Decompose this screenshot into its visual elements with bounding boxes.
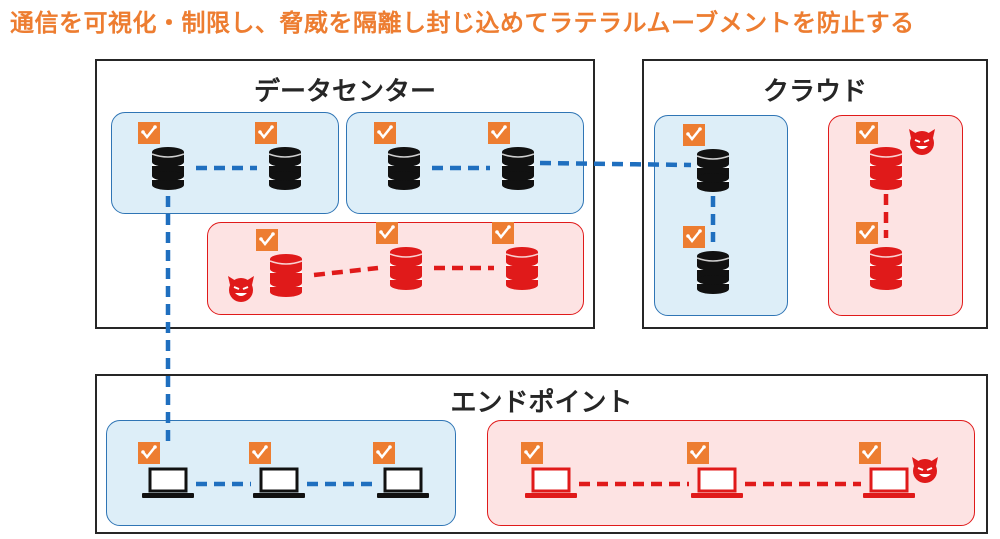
laptop-icon-ep-r2 (689, 467, 745, 501)
zone-dc-trusted-a (111, 112, 339, 214)
database-stack-icon-dc-r1 (268, 253, 304, 297)
database-stack-icon-dc-r2 (388, 246, 424, 290)
policy-check-icon-dc-a2 (255, 122, 277, 144)
policy-check-icon-ep-r3 (859, 442, 881, 464)
policy-check-icon-cl-r2 (856, 222, 878, 244)
database-stack-icon-cl-r2 (868, 246, 904, 290)
database-stack-icon-cl-1 (695, 148, 731, 192)
policy-check-icon-dc-r2 (376, 222, 398, 244)
policy-check-icon-cl-2 (683, 226, 705, 248)
policy-check-icon-cl-1 (683, 124, 705, 146)
policy-check-icon-ep-r1 (521, 442, 543, 464)
policy-check-icon-dc-b2 (488, 122, 510, 144)
policy-check-icon-ep-1 (138, 442, 160, 464)
database-stack-icon-dc-b2 (500, 146, 536, 190)
laptop-icon-ep-1 (140, 467, 196, 501)
database-stack-icon-dc-b1 (386, 146, 422, 190)
section-title-datacenter: データセンター (253, 77, 436, 107)
devil-face-icon-ep-r3 (910, 456, 940, 484)
laptop-icon-ep-r1 (523, 467, 579, 501)
devil-face-icon-cl-r1 (907, 128, 937, 156)
database-stack-icon-dc-a2 (267, 146, 303, 190)
laptop-icon-ep-2 (251, 467, 307, 501)
laptop-icon-ep-r3 (861, 467, 917, 501)
database-stack-icon-cl-r1 (868, 146, 904, 190)
policy-check-icon-ep-r2 (687, 442, 709, 464)
section-title-cloud: クラウド (762, 77, 867, 107)
policy-check-icon-cl-r1 (856, 122, 878, 144)
laptop-icon-ep-3 (375, 467, 431, 501)
policy-check-icon-dc-r3 (492, 222, 514, 244)
database-stack-icon-dc-a1 (150, 146, 186, 190)
headline: 通信を可視化・制限し、脅威を隔離し封じ込めてラテラルムーブメントを防止する (10, 9, 915, 37)
database-stack-icon-dc-r3 (504, 246, 540, 290)
devil-face-icon-dc-r1 (226, 275, 256, 303)
database-stack-icon-cl-2 (695, 250, 731, 294)
section-title-endpoint: エンドポイント (450, 388, 633, 418)
policy-check-icon-dc-a1 (138, 122, 160, 144)
policy-check-icon-dc-r1 (256, 229, 278, 251)
policy-check-icon-ep-2 (249, 442, 271, 464)
policy-check-icon-dc-b1 (374, 122, 396, 144)
policy-check-icon-ep-3 (373, 442, 395, 464)
